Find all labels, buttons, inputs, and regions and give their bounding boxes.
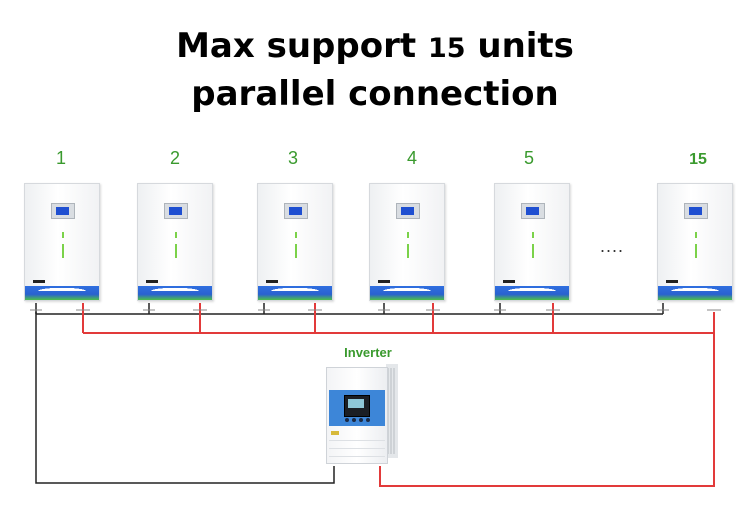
page-title-line-1: Max support 15 units	[0, 26, 750, 69]
inverter-display	[344, 395, 370, 417]
inverter-unit	[326, 367, 388, 464]
inverter-tag	[331, 431, 339, 435]
battery-base	[138, 286, 212, 300]
battery-unit-15	[657, 183, 733, 301]
battery-unit-5	[494, 183, 570, 301]
battery-brand-logo	[503, 280, 563, 284]
battery-display	[684, 203, 708, 219]
unit-label-5: 5	[523, 148, 534, 168]
battery-brand-logo	[666, 280, 726, 284]
inverter-button	[352, 418, 356, 422]
battery-brand-logo	[146, 280, 206, 284]
unit-label-3: 3	[287, 148, 298, 168]
battery-display	[396, 203, 420, 219]
title-prefix: Max support	[176, 26, 428, 66]
unit-label-4: 4	[406, 148, 417, 168]
inverter-button	[366, 418, 370, 422]
battery-brand-logo	[33, 280, 93, 284]
title-unit-count: 15	[427, 33, 466, 64]
battery-unit-3	[257, 183, 333, 301]
more-units-ellipsis: ....	[600, 236, 625, 256]
battery-base	[495, 286, 569, 300]
inverter-label: Inverter	[344, 345, 392, 360]
battery-base	[258, 286, 332, 300]
battery-display	[284, 203, 308, 219]
title-suffix: units	[465, 26, 574, 66]
battery-display	[51, 203, 75, 219]
unit-label-2: 2	[169, 148, 180, 168]
battery-unit-4	[369, 183, 445, 301]
inverter-front-panel	[329, 390, 385, 426]
unit-label-15: 15	[689, 151, 707, 168]
positive-bus-wire	[379, 312, 715, 487]
battery-unit-1	[24, 183, 100, 301]
battery-base	[370, 286, 444, 300]
inverter-button	[345, 418, 349, 422]
page-title-line-2: parallel connection	[191, 74, 559, 114]
battery-brand-logo	[378, 280, 438, 284]
battery-base	[658, 286, 732, 300]
inverter-heat-fins	[386, 364, 398, 458]
negative-bus-wire	[35, 312, 335, 484]
unit-label-1: 1	[55, 148, 66, 168]
battery-base	[25, 286, 99, 300]
battery-brand-logo	[266, 280, 326, 284]
battery-display	[164, 203, 188, 219]
inverter-button	[359, 418, 363, 422]
battery-unit-2	[137, 183, 213, 301]
battery-display	[521, 203, 545, 219]
